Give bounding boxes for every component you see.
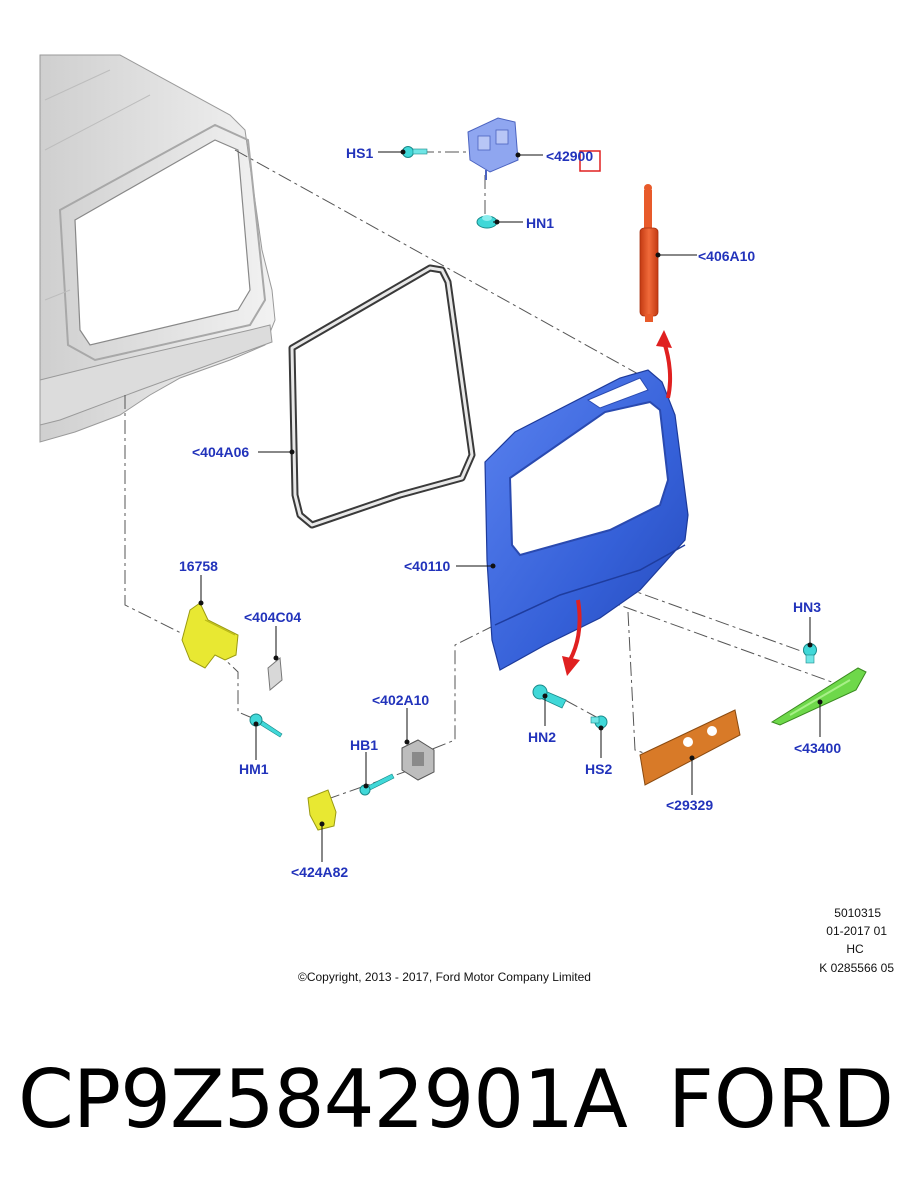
- fastener-hs1: [402, 146, 428, 158]
- label-402a10: <402A10: [372, 692, 429, 708]
- info-line-3: HC: [846, 942, 864, 956]
- label-42900: <42900: [546, 148, 593, 164]
- caption: CP9Z5842901A FORD: [0, 1040, 916, 1170]
- label-406a10: <406A10: [698, 248, 755, 264]
- fastener-hn2: [532, 684, 567, 709]
- highlight-box: [579, 150, 601, 172]
- release-arrow: [568, 599, 582, 661]
- label-hs1: HS1: [346, 145, 373, 161]
- label-hs2: HS2: [585, 761, 612, 777]
- clip-404c04: [267, 657, 283, 691]
- info-line-4: K 0285566 05: [819, 961, 894, 975]
- liftgate-latch-42900: [467, 117, 519, 180]
- label-404a06: <404A06: [192, 444, 249, 460]
- label-hn3: HN3: [793, 599, 821, 615]
- exploded-parts-diagram: HS1 <42900 HN1 <406A10 <404A06 <40110 16…: [39, 54, 894, 984]
- leader-lines: [198, 149, 823, 862]
- label-hn1: HN1: [526, 215, 554, 231]
- label-hb1: HB1: [350, 737, 378, 753]
- label-404c04: <404C04: [244, 609, 301, 625]
- switch-402a10: [401, 739, 435, 781]
- label-hn2: HN2: [528, 729, 556, 745]
- liftgate-40110: [484, 369, 689, 671]
- block-424a82: [307, 789, 337, 831]
- vehicle-rear-body: [39, 54, 276, 443]
- label-29329: <29329: [666, 797, 713, 813]
- bumper-16758: [181, 602, 239, 669]
- label-424a82: <424A82: [291, 864, 348, 880]
- fastener-hs2: [590, 715, 608, 729]
- fastener-hm1: [249, 713, 283, 738]
- brand-name: FORD: [667, 1053, 894, 1146]
- info-line-2: 01-2017 01: [826, 924, 887, 938]
- weatherstrip-404a06: [288, 264, 476, 529]
- info-line-1: 5010315: [834, 906, 881, 920]
- part-number: CP9Z5842901A: [18, 1053, 628, 1146]
- panel-29329: [639, 709, 741, 786]
- label-hm1: HM1: [239, 761, 269, 777]
- label-16758: 16758: [179, 558, 218, 574]
- label-43400: <43400: [794, 740, 841, 756]
- gas-strut-406a10: [639, 184, 659, 322]
- copyright: ©Copyright, 2013 - 2017, Ford Motor Comp…: [298, 970, 591, 984]
- label-40110: <40110: [404, 558, 451, 574]
- trim-strip-43400: [770, 667, 867, 726]
